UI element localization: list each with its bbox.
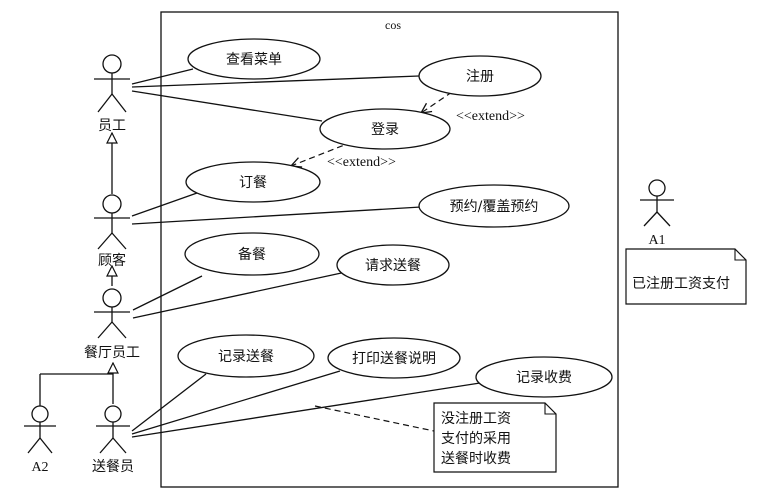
extend-dependencies (291, 91, 453, 166)
use-case-request-delivery[interactable]: 请求送餐 (336, 244, 450, 286)
actor-label: 送餐员 (92, 459, 134, 475)
actor-employee[interactable]: 员工 (94, 54, 130, 134)
use-case-record-fee[interactable]: 记录收费 (475, 356, 613, 398)
use-case-label: 记录送餐 (218, 349, 274, 365)
use-case-label: 订餐 (239, 175, 267, 191)
actor-customer[interactable]: 顾客 (94, 194, 130, 269)
use-case-label: 备餐 (238, 246, 266, 263)
note-registered: 已注册工资支付 (625, 248, 747, 305)
note-text: 已注册工资支付 (632, 276, 730, 292)
use-case-record-delivery[interactable]: 记录送餐 (177, 334, 315, 378)
note-anchor (314, 405, 435, 432)
note-line: 没注册工资 (441, 411, 511, 427)
note-unregistered: 没注册工资 支付的采用 送餐时收费 (433, 402, 557, 473)
use-case-order[interactable]: 订餐 (185, 161, 321, 203)
use-case-print-delivery[interactable]: 打印送餐说明 (327, 337, 461, 379)
actor-a2[interactable]: A2 (24, 405, 56, 475)
use-case-register[interactable]: 注册 (418, 55, 542, 97)
associations (39, 68, 481, 438)
note-line: 送餐时收费 (441, 451, 511, 467)
extend-label-register: <<extend>> (456, 109, 525, 124)
actor-label: 员工 (98, 118, 126, 134)
use-case-label: 请求送餐 (365, 258, 421, 274)
use-case-view-menu[interactable]: 查看菜单 (187, 38, 321, 80)
actor-delivery[interactable]: 送餐员 (92, 405, 134, 475)
use-case-label: 注册 (466, 69, 494, 85)
actor-label: A2 (31, 460, 48, 475)
note-line: 支付的采用 (441, 431, 511, 447)
use-case-label: 预约/覆盖预约 (450, 199, 539, 215)
use-case-label: 记录收费 (516, 370, 572, 386)
system-name: cos (385, 18, 401, 32)
actor-label: 顾客 (98, 252, 126, 269)
use-case-prepare[interactable]: 备餐 (184, 232, 320, 276)
actor-label: A1 (648, 233, 665, 248)
extend-label-login: <<extend>> (327, 155, 396, 170)
actor-a1[interactable]: A1 (640, 179, 674, 248)
system-boundary (160, 11, 619, 488)
use-case-reserve[interactable]: 预约/覆盖预约 (418, 184, 570, 228)
use-case-label: 查看菜单 (226, 52, 282, 68)
generalizations (112, 133, 113, 404)
use-case-login[interactable]: 登录 (319, 108, 451, 150)
use-case-label: 打印送餐说明 (352, 350, 436, 367)
use-case-label: 登录 (371, 122, 399, 138)
actor-restaurant-staff[interactable]: 餐厅员工 (84, 288, 140, 361)
actor-label: 餐厅员工 (84, 345, 140, 361)
